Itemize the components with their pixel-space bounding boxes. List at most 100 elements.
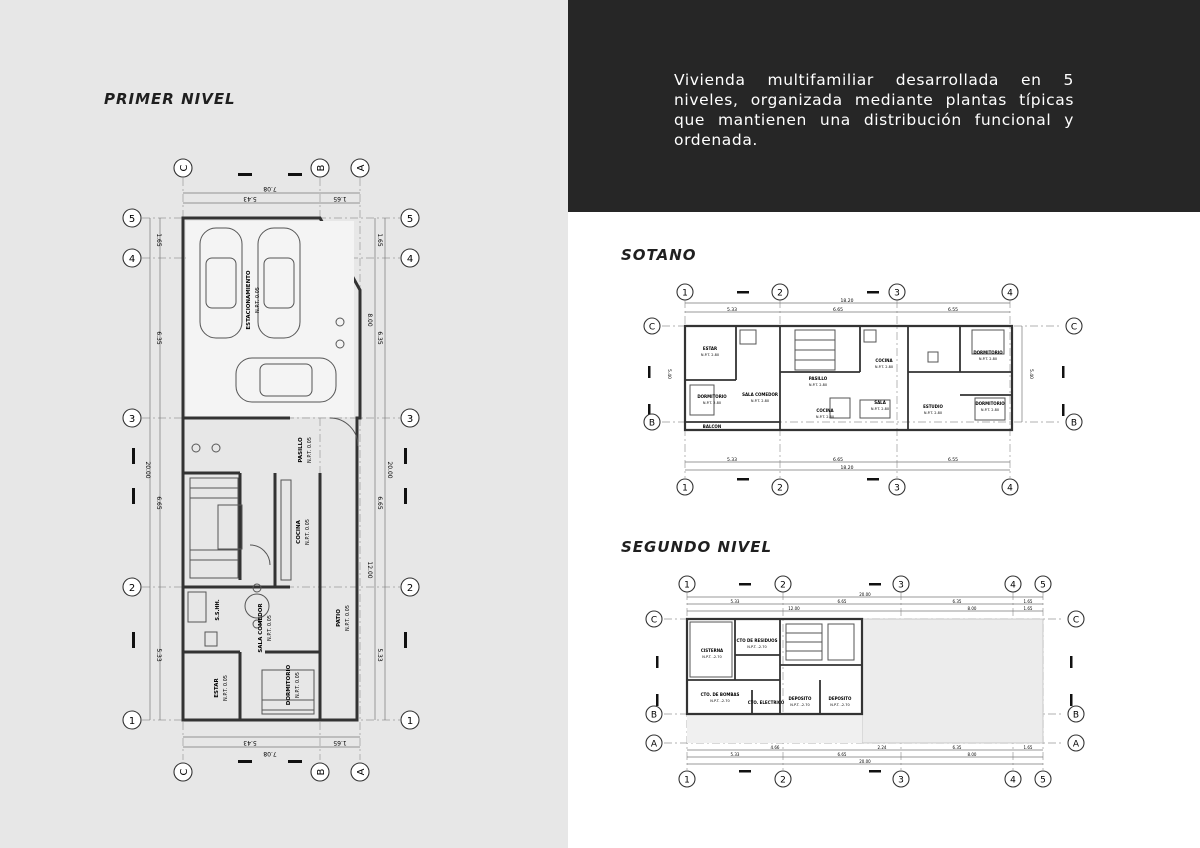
sotano-dim-total-bottom: 18.20 — [841, 465, 854, 471]
sotano-axis-top-2: 2 — [777, 289, 783, 299]
primer-nivel-title: PRIMER NIVEL — [104, 90, 236, 108]
sotano-axis-top-4: 4 — [1007, 289, 1013, 299]
sotano-room-sala: SALA — [874, 400, 887, 405]
sotano-axis-right-b: B — [1071, 419, 1077, 429]
segundo-room-cisterna: CISTERNA — [701, 648, 724, 653]
sotano-axis-right-c: C — [1071, 323, 1077, 333]
dim-4-3-left: 6.35 — [155, 331, 162, 345]
room-patio: PATIO — [336, 609, 342, 627]
segundo-axis-bottom-5: 5 — [1040, 776, 1046, 786]
sotano-axis-left-c: C — [649, 323, 655, 333]
segundo-room-electrico: CTO. ELECTRICO — [748, 700, 785, 705]
dim-2-1-right: 5.33 — [376, 648, 383, 662]
dim-4-3-right: 6.35 — [376, 331, 383, 345]
axis-left-1: 1 — [129, 716, 135, 727]
sotano-room-estudio: ESTUDIO — [923, 404, 943, 409]
dim-left-width-top: 5.43 — [243, 195, 257, 202]
segundo-dim-d1-bottom: 5.33 — [731, 752, 740, 757]
sotano-room-cocina-2: COCINA — [875, 358, 893, 363]
segundo-nivel-title: SEGUNDO NIVEL — [621, 538, 773, 556]
segundo-room-residuos: CTO DE RESIDUOS — [737, 638, 778, 643]
sotano-dim-d2-top: 6.65 — [833, 307, 843, 313]
sotano-room-dormitorio-1: DORMITORIO — [697, 394, 727, 399]
dim-right-width-bottom: 1.65 — [333, 739, 347, 746]
segundo-room-deposito-2-level: N.P.T. -2.70 — [830, 703, 849, 707]
sotano-axis-bottom-2: 2 — [777, 484, 783, 494]
sotano-dim-d1-bottom: 5.33 — [727, 457, 737, 463]
axis-top-a: A — [356, 164, 367, 171]
segundo-axis-bottom-4: 4 — [1010, 776, 1016, 786]
segundo-dim-d2-bottom: 6.65 — [838, 752, 847, 757]
room-pasillo-level: N.P.T. 0.05 — [307, 437, 313, 463]
sotano-dim-height-right: 5.40 — [1028, 369, 1034, 379]
dim-5-4-left: 1.65 — [155, 233, 162, 247]
dim-total-width-top: 7.08 — [263, 185, 277, 192]
sotano-dim-d3-bottom: 6.55 — [948, 457, 958, 463]
segundo-room-deposito-1: DEPOSITO — [789, 696, 812, 701]
room-estacionamiento-level: N.P.T. 0.05 — [255, 287, 261, 313]
left-panel — [0, 0, 568, 848]
axis-right-5: 5 — [407, 214, 413, 225]
sotano-axis-bottom-1: 1 — [682, 484, 688, 494]
sotano-room-dormitorio-3: DORMITORIO — [975, 401, 1005, 406]
axis-top-b: B — [316, 164, 327, 171]
primer-nivel-plan: 7.08 5.43 1.65 5.43 1.65 7.08 1.65 6.35 … — [122, 158, 420, 782]
axis-right-2: 2 — [407, 583, 413, 594]
segundo-dim-d4-bottom: 1.65 — [1024, 745, 1033, 750]
segundo-axis-left-b: B — [651, 711, 657, 721]
sotano-axis-bottom-3: 3 — [894, 484, 900, 494]
sotano-room-dormitorio-1-level: N.P.T. 2.80 — [703, 401, 721, 405]
axis-left-4: 4 — [129, 254, 135, 265]
sotano-room-cocina-2-level: N.P.T. 2.80 — [875, 365, 893, 369]
sotano-room-pasillo-level: N.P.T. 2.80 — [809, 383, 827, 387]
dim-2-1-left: 5.33 — [155, 648, 162, 662]
axis-right-4: 4 — [407, 254, 413, 265]
dim-left-width-bottom: 5.43 — [243, 739, 257, 746]
segundo-axis-top-2: 2 — [780, 581, 786, 591]
segundo-axis-bottom-1: 1 — [684, 776, 690, 786]
segundo-dim-d7-bottom: 2.24 — [878, 745, 887, 750]
room-estar-level: N.P.T. 0.05 — [223, 675, 229, 701]
description-panel — [568, 0, 1200, 212]
room-cocina: COCINA — [296, 519, 302, 543]
segundo-axis-bottom-3: 3 — [898, 776, 904, 786]
sotano-axis-top-3: 3 — [894, 289, 900, 299]
dim-half-height: 12.00 — [366, 561, 373, 578]
axis-bottom-c: C — [179, 768, 190, 775]
segundo-dim-d8-top: 8.00 — [968, 606, 977, 611]
dim-total-width-bottom: 7.08 — [263, 750, 277, 757]
sotano-room-sala-comedor-level: N.P.T. 2.80 — [751, 399, 769, 403]
sotano-dim-d2-bottom: 6.65 — [833, 457, 843, 463]
sotano-dim-d1-top: 5.33 — [727, 307, 737, 313]
room-sala-comedor-level: N.P.T. 0.05 — [267, 615, 273, 641]
segundo-axis-top-3: 3 — [898, 581, 904, 591]
sotano-room-sala-comedor: SALA COMEDOR — [742, 392, 778, 397]
sotano-axis-left-b: B — [649, 419, 655, 429]
sotano-room-estar: ESTAR — [703, 346, 717, 351]
sotano-room-dormitorio-2-level: N.P.T. 2.80 — [979, 357, 997, 361]
segundo-dim-d3-top: 6.35 — [953, 599, 962, 604]
axis-bottom-b: B — [316, 768, 327, 775]
segundo-dim-d4-top-2: 1.65 — [1024, 606, 1033, 611]
room-cocina-level: N.P.T. 0.05 — [305, 519, 311, 545]
sotano-axis-top-1: 1 — [682, 289, 688, 299]
segundo-dim-d1-top: 5.33 — [731, 599, 740, 604]
axis-left-3: 3 — [129, 414, 135, 425]
segundo-dim-d6-bottom: 4.66 — [771, 745, 780, 750]
segundo-axis-top-4: 4 — [1010, 581, 1016, 591]
segundo-axis-right-c: C — [1073, 616, 1079, 626]
segundo-room-bombas-level: N.P.T. -2.70 — [710, 699, 729, 703]
axis-left-5: 5 — [129, 214, 135, 225]
axis-right-1: 1 — [407, 716, 413, 727]
segundo-room-deposito-1-level: N.P.T. -2.70 — [790, 703, 809, 707]
segundo-axis-bottom-2: 2 — [780, 776, 786, 786]
segundo-room-residuos-level: N.P.T. -2.70 — [747, 645, 766, 649]
sotano-dim-d3-top: 6.55 — [948, 307, 958, 313]
sotano-room-cocina-1: COCINA — [816, 408, 834, 413]
room-dormitorio: DORMITORIO — [286, 664, 292, 705]
room-estacionamiento: ESTACIONAMIENTO — [246, 270, 252, 330]
sotano-room-dormitorio-2: DORMITORIO — [973, 350, 1003, 355]
segundo-axis-right-a: A — [1073, 740, 1080, 750]
sotano-room-cocina-1-level: N.P.T. 2.80 — [816, 415, 834, 419]
